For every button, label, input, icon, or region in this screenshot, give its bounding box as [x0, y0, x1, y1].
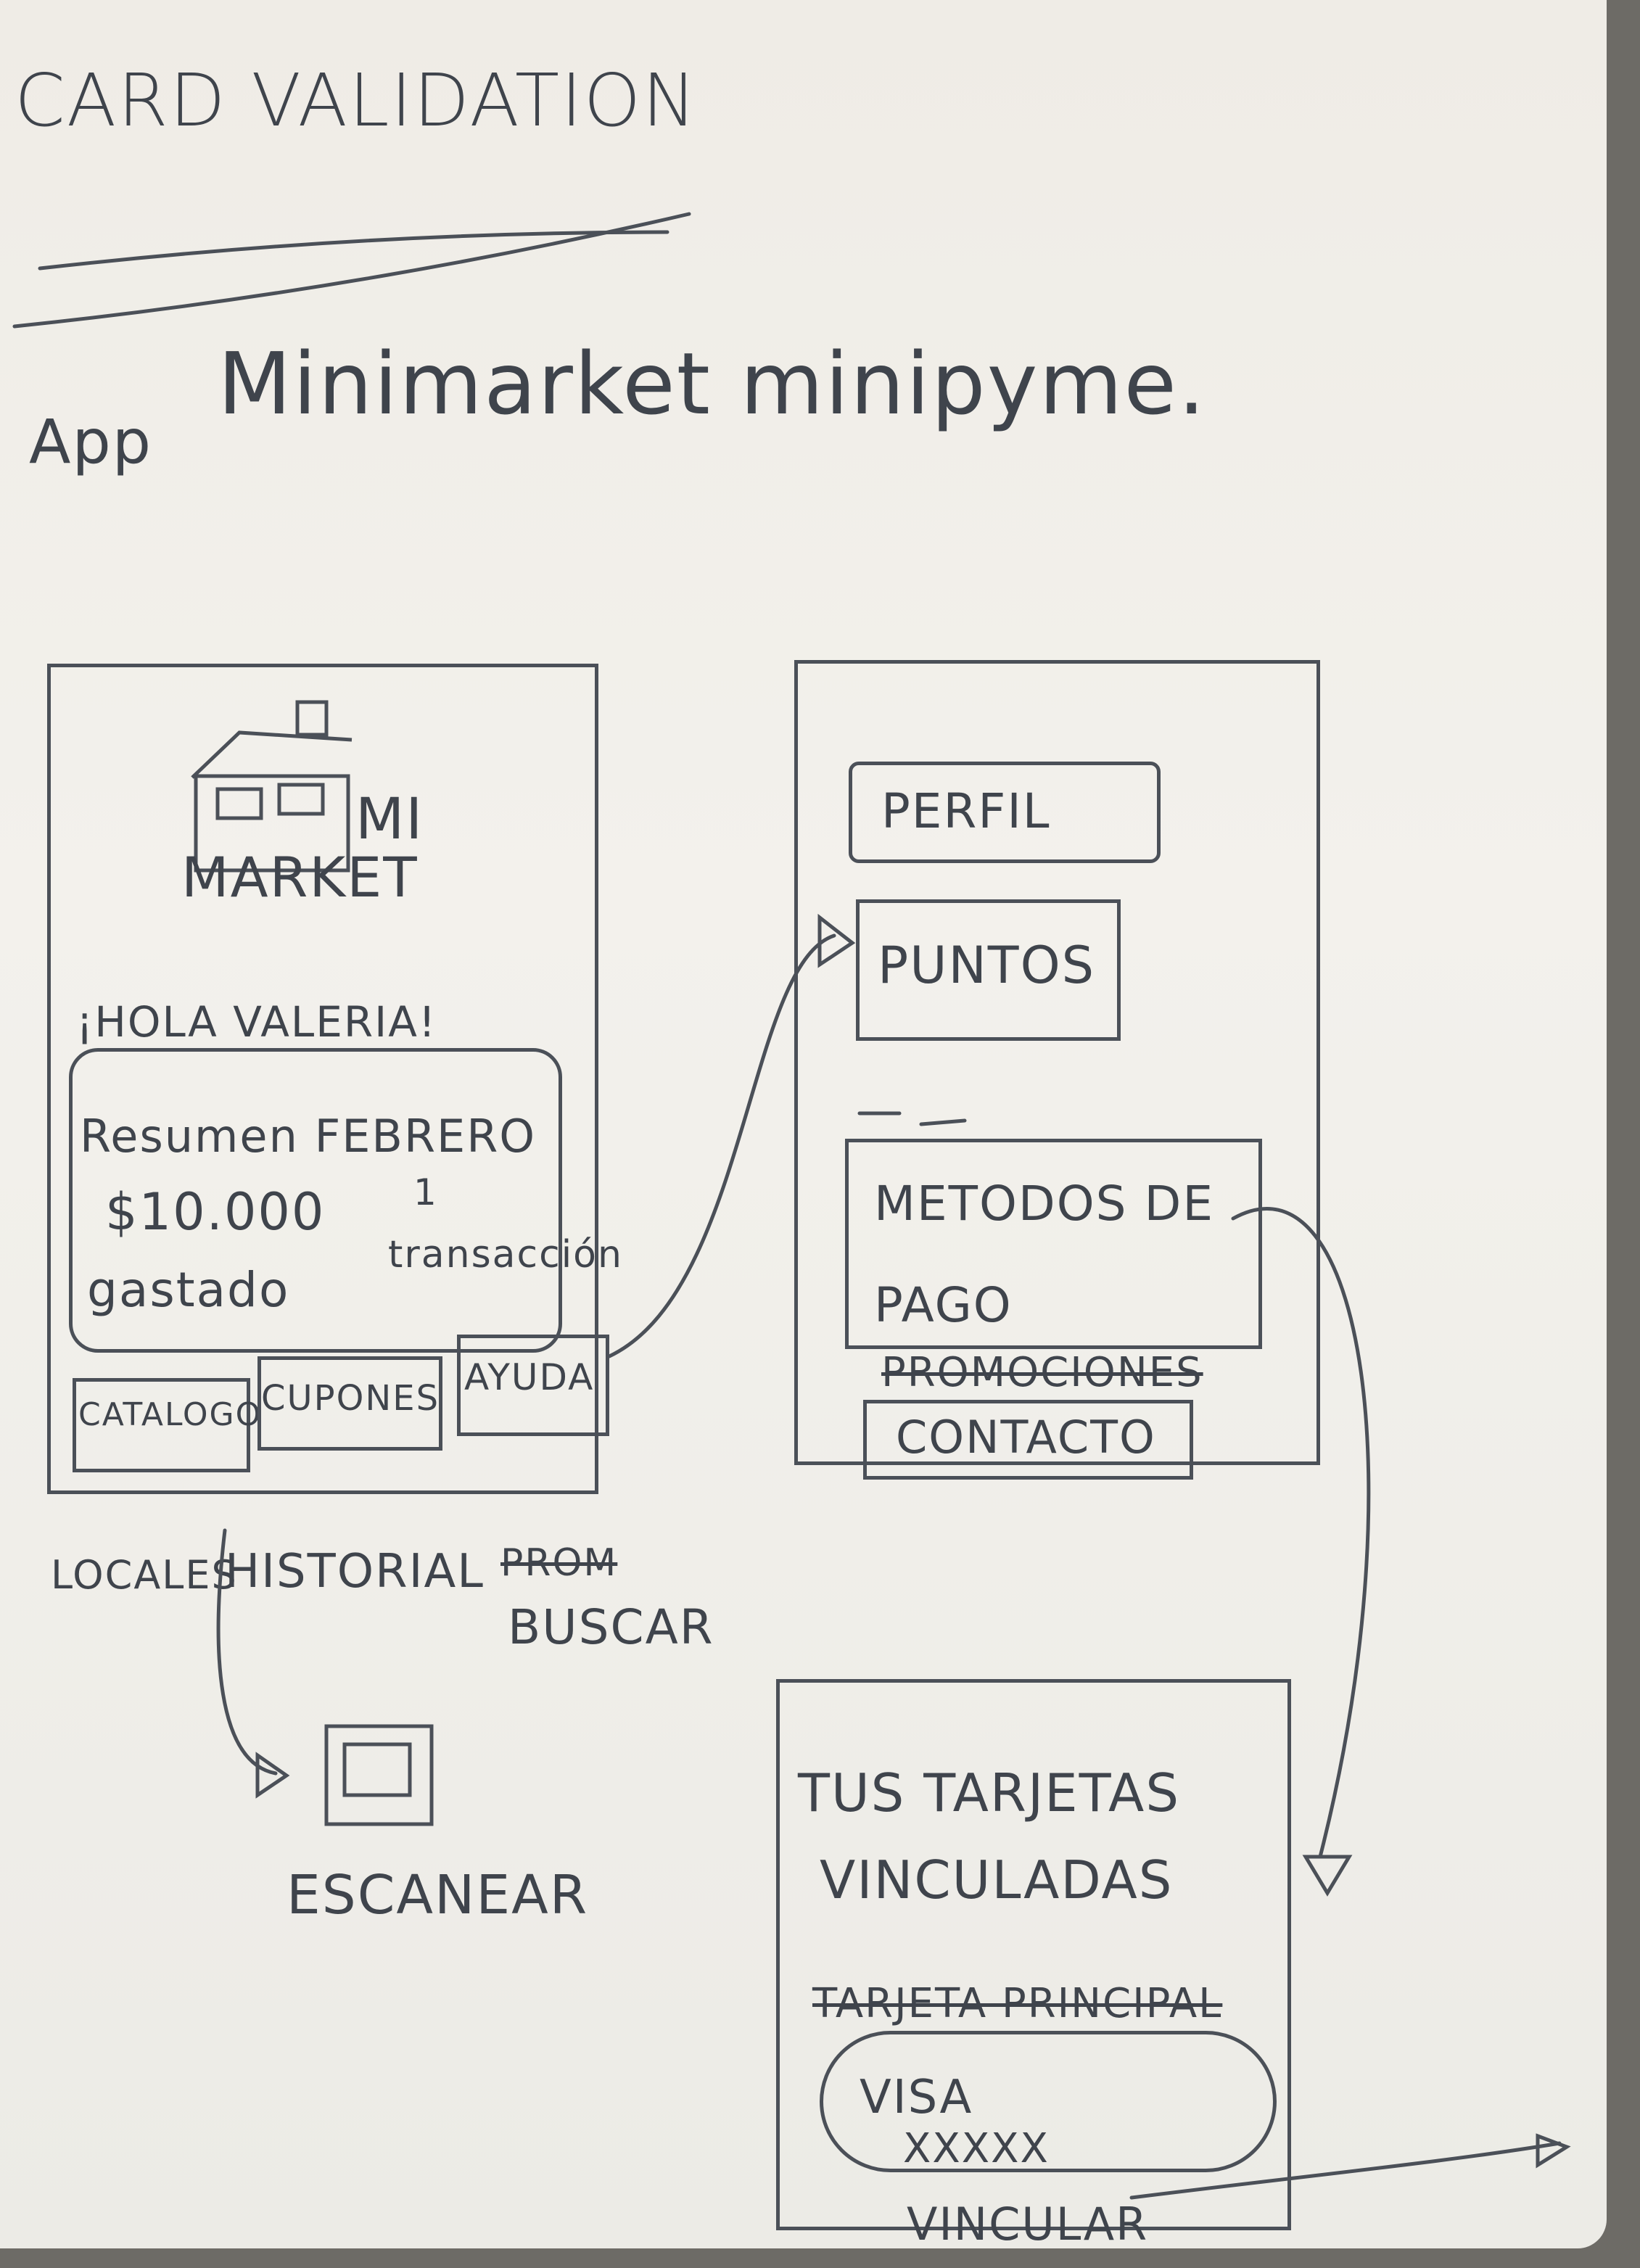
- menu-item-promociones-struck: PROMOCIONES: [881, 1349, 1203, 1396]
- tab-cupones[interactable]: [257, 1356, 442, 1451]
- tab-cupones-label: CUPONES: [261, 1378, 440, 1419]
- app-label: App: [29, 406, 153, 477]
- card-brand: VISA: [860, 2071, 973, 2124]
- menu-item-puntos[interactable]: [856, 899, 1121, 1041]
- menu-item-contacto[interactable]: [863, 1400, 1193, 1480]
- nav-prom-struck: PROM: [500, 1541, 618, 1585]
- menu-item-puntos-label: PUNTOS: [878, 936, 1096, 995]
- cards-title-line2: VINCULADAS: [820, 1850, 1174, 1910]
- card-number: XXXXX: [903, 2125, 1050, 2172]
- menu-item-contacto-label: CONTACTO: [896, 1411, 1156, 1464]
- tab-ayuda[interactable]: [457, 1335, 609, 1436]
- menu-item-perfil[interactable]: [849, 762, 1161, 863]
- tab-ayuda-label: AYUDA: [464, 1356, 595, 1398]
- menu-item-perfil-label: PERFIL: [881, 783, 1051, 839]
- link-card-action[interactable]: VINCULAR: [907, 2198, 1149, 2251]
- logo-line1: MI: [355, 787, 424, 852]
- transactions-count: 1: [413, 1171, 438, 1213]
- logo-line2: MARKET: [181, 845, 419, 910]
- menu-screen-frame: [794, 660, 1320, 1465]
- card-section-label: TARJETA PRINCIPAL: [812, 1980, 1223, 2027]
- nav-locales[interactable]: LOCALES: [51, 1552, 238, 1598]
- home-screen-frame: [47, 664, 598, 1494]
- scan-label: ESCANEAR: [287, 1864, 589, 1926]
- cards-title-line1: TUS TARJETAS: [798, 1762, 1181, 1823]
- linked-card-visa[interactable]: [820, 2031, 1277, 2172]
- page-title: CARD VALIDATION: [15, 58, 699, 143]
- nav-historial[interactable]: HISTORIAL: [225, 1545, 485, 1599]
- amount-caption: gastado: [87, 1262, 290, 1318]
- tab-catalogo-label: CATALOGO: [78, 1396, 263, 1433]
- greeting: ¡HOLA VALERIA!: [76, 997, 437, 1047]
- amount-value: $10.000: [105, 1182, 326, 1242]
- menu-item-metodos-pago[interactable]: [845, 1139, 1262, 1349]
- menu-item-metodos-pago-label: METODOS DE PAGO: [874, 1176, 1215, 1333]
- tab-catalogo[interactable]: [73, 1378, 250, 1472]
- app-name: Minimarket minipyme.: [218, 334, 1207, 434]
- transactions-caption: transacción: [388, 1233, 623, 1277]
- nav-buscar[interactable]: BUSCAR: [508, 1599, 714, 1655]
- summary-card[interactable]: [69, 1048, 562, 1353]
- summary-label: Resumen FEBRERO: [80, 1110, 537, 1163]
- cards-screen-frame: [776, 1679, 1291, 2230]
